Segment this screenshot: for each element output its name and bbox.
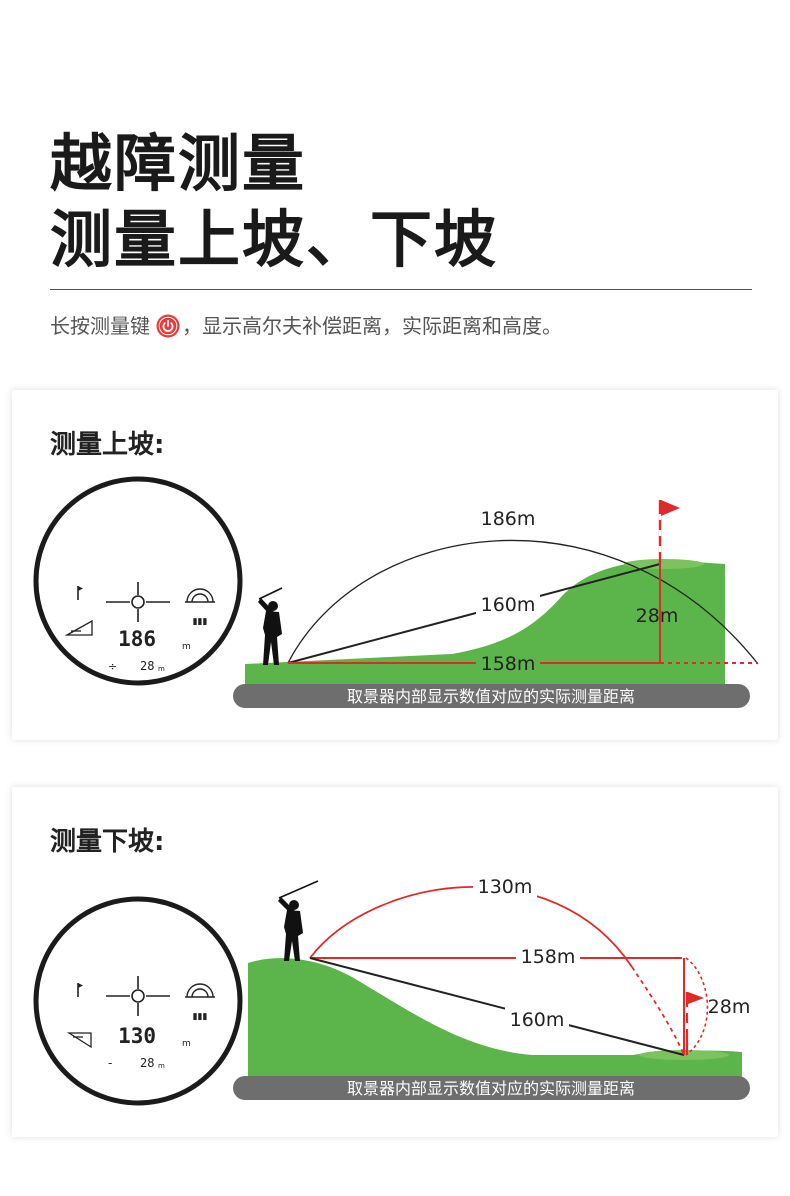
uphill-title: 测量上坡:: [50, 430, 165, 460]
display-sub-value: 28: [140, 1056, 154, 1070]
downhill-diagram: ▮▮▮ 130 m - 28 m 130m 158m 160m: [33, 875, 751, 1106]
line-of-sight: [309, 957, 685, 1056]
line-distance-label: 160m: [481, 594, 536, 616]
display-main-value: 186: [118, 627, 156, 651]
red-flag-icon: [685, 992, 704, 1055]
line-distance-label: 160m: [510, 1009, 565, 1031]
arc-distance-label: 130m: [478, 876, 533, 898]
caption-bar: [233, 684, 750, 708]
display-sign: -: [108, 1056, 112, 1070]
caption-text: 取景器内部显示数值对应的实际测量距离: [347, 1079, 635, 1098]
title-line-1: 越障测量: [50, 127, 307, 200]
display-main-unit: m: [182, 642, 191, 652]
subtitle-before: 长按测量键: [50, 314, 150, 338]
caption-text: 取景器内部显示数值对应的实际测量距离: [347, 687, 635, 706]
battery-icon: ▮▮▮: [193, 617, 208, 627]
downhill-card: ▮▮▮ 130 m - 28 m 130m 158m 160m: [12, 787, 778, 1137]
flag-icon: [77, 586, 83, 600]
subtitle-after: ，显示高尔夫补偿距离，实际距离和高度。: [182, 314, 562, 338]
power-button-icon: [156, 314, 180, 338]
trajectory-arc: [287, 539, 759, 665]
base-distance-label: 158m: [481, 653, 536, 675]
display-main-unit: m: [182, 1039, 191, 1049]
downhill-terrain: [248, 958, 742, 1079]
title-line-2: 测量上坡、下坡: [50, 203, 499, 276]
green-patch: [624, 559, 704, 569]
signal-icon: [185, 588, 215, 603]
height-label: 28m: [708, 996, 751, 1018]
caption-bar: [233, 1076, 750, 1100]
uphill-terrain: [245, 560, 725, 686]
uphill-card: ▮▮▮ 186 m ÷ 28 m 186m 160m 158m: [12, 390, 778, 740]
base-distance-label: 158m: [521, 946, 576, 968]
display-sub-unit: m: [158, 1062, 165, 1070]
height-label: 28m: [636, 605, 679, 627]
page-title: 越障测量 测量上坡、下坡: [50, 126, 498, 278]
crosshair-icon: [106, 582, 170, 622]
subtitle: 长按测量键 ，显示高尔夫补偿距离，实际距离和高度。: [50, 312, 562, 340]
signal-icon: [185, 983, 215, 998]
golfer-silhouette-icon: [258, 587, 283, 665]
trajectory-arc-dashed: [631, 966, 685, 1056]
uphill-diagram: ▮▮▮ 186 m ÷ 28 m 186m 160m 158m: [33, 476, 759, 708]
display-main-value: 130: [118, 1024, 156, 1048]
battery-icon: ▮▮▮: [193, 1012, 208, 1022]
slope-icon: [64, 619, 93, 636]
downhill-title: 测量下坡:: [50, 827, 165, 857]
arc-distance-label: 186m: [481, 508, 536, 530]
display-sign: ÷: [108, 660, 117, 673]
flag-icon: [77, 983, 83, 997]
viewfinder-downhill: ▮▮▮ 130 m - 28 m: [33, 896, 243, 1106]
viewfinder-uphill: ▮▮▮ 186 m ÷ 28 m: [33, 476, 243, 686]
slope-icon: [66, 1032, 92, 1049]
title-divider: [50, 289, 752, 290]
height-arc-dashed: [685, 957, 709, 1056]
line-of-sight: [287, 563, 661, 664]
display-sub-value: 28: [140, 659, 154, 673]
golfer-silhouette-icon: [278, 880, 319, 961]
trajectory-arc: [309, 886, 633, 968]
red-flag-icon: [658, 500, 680, 564]
crosshair-icon: [106, 976, 170, 1016]
display-sub-unit: m: [158, 665, 165, 673]
